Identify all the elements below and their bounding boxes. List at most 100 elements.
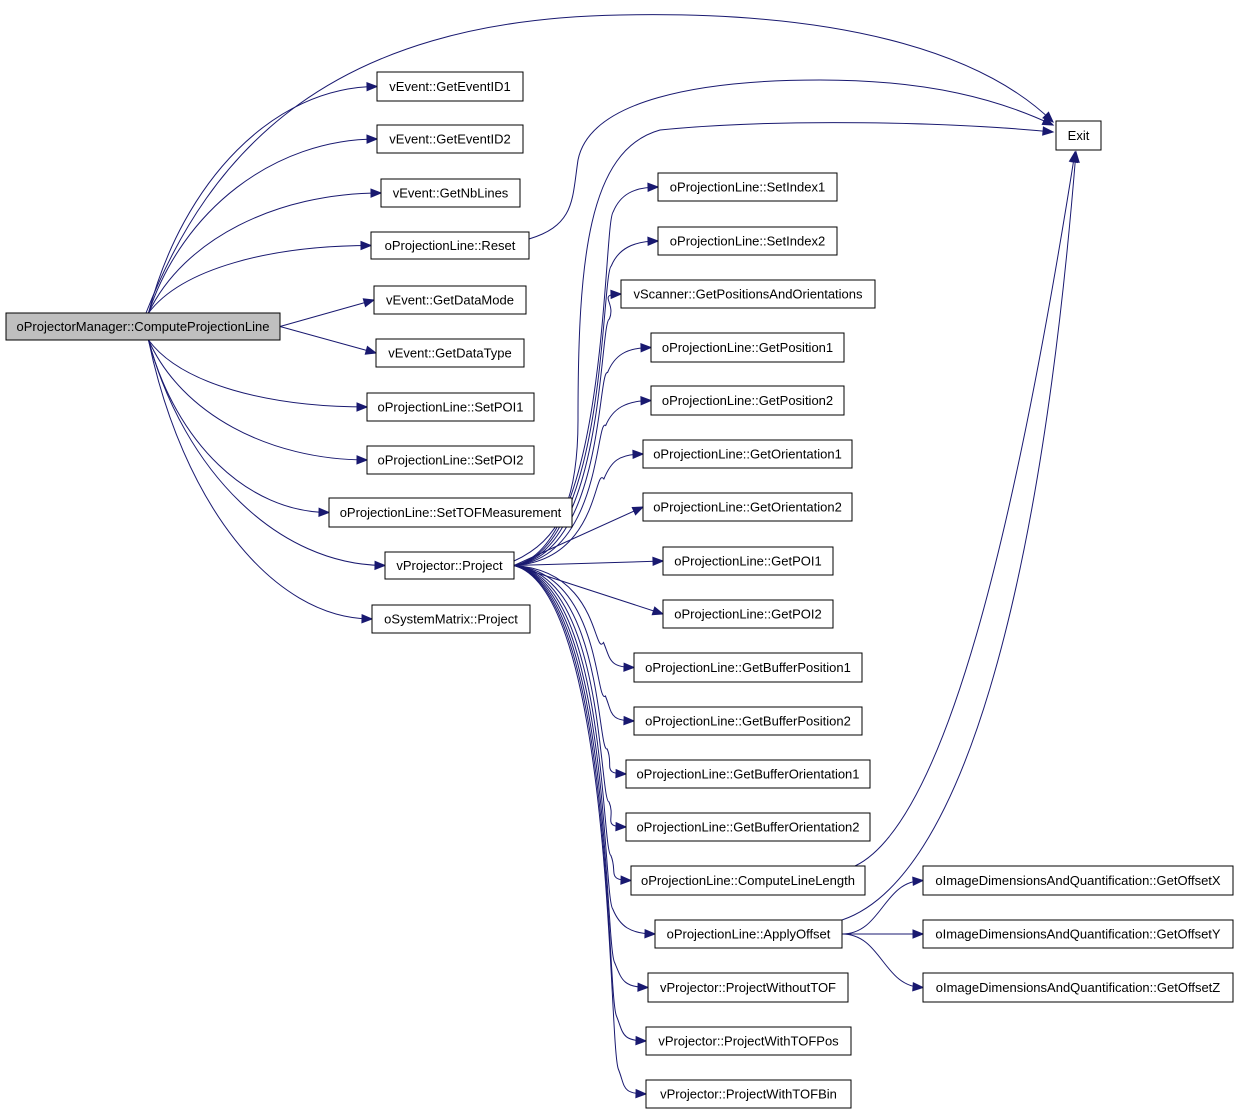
edge-line <box>148 339 368 461</box>
node-getPosOri[interactable]: vScanner::GetPositionsAndOrientations <box>620 279 876 309</box>
edge-line <box>513 565 647 1095</box>
edge-line <box>854 151 1076 867</box>
edge-root-to-setPOI1 <box>148 339 369 412</box>
arrowhead-icon <box>366 134 379 144</box>
node-projNoTOF[interactable]: vProjector::ProjectWithoutTOF <box>647 972 849 1003</box>
node-getOri2[interactable]: oProjectionLine::GetOrientation2 <box>642 492 853 522</box>
node-sysProject[interactable]: oSystemMatrix::Project <box>371 604 531 634</box>
arrowhead-icon <box>623 715 636 726</box>
arrowhead-icon <box>623 662 636 672</box>
arrowhead-icon <box>647 182 660 193</box>
node-getBufOri1[interactable]: oProjectionLine::GetBufferOrientation1 <box>625 759 871 789</box>
node-label: oProjectionLine::ComputeLineLength <box>641 873 855 888</box>
node-projTOFPos[interactable]: vProjector::ProjectWithTOFPos <box>645 1026 852 1056</box>
node-root[interactable]: oProjectorManager::ComputeProjectionLine <box>5 312 281 341</box>
arrowhead-icon <box>610 289 623 300</box>
edge-line <box>513 122 1054 562</box>
edge-line <box>513 565 649 988</box>
node-getBufPos2[interactable]: oProjectionLine::GetBufferPosition2 <box>633 706 863 736</box>
node-getBufPos1[interactable]: oProjectionLine::GetBufferPosition1 <box>633 652 863 683</box>
node-getDataType[interactable]: vEvent::GetDataType <box>375 338 525 368</box>
node-offY[interactable]: oImageDimensionsAndQuantification::GetOf… <box>922 919 1234 949</box>
node-label: vEvent::GetNbLines <box>393 186 509 201</box>
node-getOri1[interactable]: oProjectionLine::GetOrientation1 <box>642 439 853 469</box>
edge-line <box>513 565 635 722</box>
node-box <box>645 1026 852 1056</box>
node-box <box>642 439 853 469</box>
edge-line <box>148 245 372 314</box>
edge-root-to-getDataType <box>279 326 378 355</box>
node-label: oProjectionLine::Reset <box>385 238 516 253</box>
node-projTOFBin[interactable]: vProjector::ProjectWithTOFBin <box>645 1079 852 1109</box>
node-applyOffset[interactable]: oProjectionLine::ApplyOffset <box>654 919 843 949</box>
arrowhead-icon <box>631 506 645 516</box>
node-label: vProjector::ProjectWithoutTOF <box>660 980 836 995</box>
node-label: Exit <box>1068 128 1090 143</box>
edge-line <box>147 86 378 314</box>
node-getPOI2[interactable]: oProjectionLine::GetPOI2 <box>662 599 834 629</box>
node-label: oProjectionLine::ApplyOffset <box>667 927 831 942</box>
arrowhead-icon <box>362 298 376 308</box>
edge-line <box>148 192 382 314</box>
edge-vProject-to-getOri1 <box>513 449 645 566</box>
node-getEventID1[interactable]: vEvent::GetEventID1 <box>376 71 524 102</box>
node-label: vProjector::ProjectWithTOFPos <box>658 1034 839 1049</box>
node-box <box>376 71 524 102</box>
node-label: oProjectionLine::SetIndex2 <box>670 234 825 249</box>
arrowhead-icon <box>356 455 369 465</box>
node-offZ[interactable]: oImageDimensionsAndQuantification::GetOf… <box>922 972 1234 1003</box>
edge-line <box>148 138 378 314</box>
node-label: oProjectionLine::GetBufferPosition1 <box>645 660 851 675</box>
node-setTOF[interactable]: oProjectionLine::SetTOFMeasurement <box>328 497 573 528</box>
node-exit[interactable]: Exit <box>1055 120 1102 151</box>
node-setPOI2[interactable]: oProjectionLine::SetPOI2 <box>366 445 535 475</box>
node-setIndex1[interactable]: oProjectionLine::SetIndex1 <box>657 172 838 202</box>
node-reset[interactable]: oProjectionLine::Reset <box>370 231 530 260</box>
edge-line <box>147 339 373 620</box>
edge-line <box>841 151 1077 921</box>
arrowhead-icon <box>652 556 665 567</box>
node-getEventID2[interactable]: vEvent::GetEventID2 <box>376 124 524 154</box>
node-getPos2[interactable]: oProjectionLine::GetPosition2 <box>650 385 845 416</box>
edge-vProject-to-getPos1 <box>513 343 653 566</box>
edge-applyOffset-to-offZ <box>841 933 925 992</box>
node-offX[interactable]: oImageDimensionsAndQuantification::GetOf… <box>922 865 1234 896</box>
node-label: vEvent::GetDataType <box>388 346 512 361</box>
node-getPos1[interactable]: oProjectionLine::GetPosition1 <box>650 332 845 363</box>
arrowhead-icon <box>361 614 374 624</box>
node-label: oProjectionLine::GetBufferOrientation1 <box>636 767 859 782</box>
node-box <box>647 972 849 1003</box>
node-label: oImageDimensionsAndQuantification::GetOf… <box>936 980 1221 995</box>
node-box <box>5 312 281 341</box>
node-box <box>384 551 515 580</box>
node-setPOI1[interactable]: oProjectionLine::SetPOI1 <box>366 392 535 422</box>
node-box <box>375 338 525 368</box>
node-box <box>370 231 530 260</box>
edge-applyOffset-to-exit <box>841 150 1080 921</box>
node-label: vProjector::Project <box>396 558 503 573</box>
edge-line <box>279 326 377 354</box>
node-label: vEvent::GetEventID2 <box>389 132 510 147</box>
node-getNbLines[interactable]: vEvent::GetNbLines <box>380 178 521 208</box>
edge-line <box>513 400 652 566</box>
node-box <box>645 1079 852 1109</box>
edge-applyOffset-to-offY <box>841 929 925 939</box>
edge-vProject-to-getBufPos2 <box>513 565 636 726</box>
node-box <box>380 178 521 208</box>
node-setIndex2[interactable]: oProjectionLine::SetIndex2 <box>657 226 838 256</box>
arrowhead-icon <box>912 929 925 939</box>
node-getBufOri2[interactable]: oProjectionLine::GetBufferOrientation2 <box>625 812 871 842</box>
arrowhead-icon <box>644 928 657 939</box>
node-vProject[interactable]: vProjector::Project <box>384 551 515 580</box>
edge-line <box>841 933 924 988</box>
node-box <box>650 385 845 416</box>
edge-root-to-getEventID1 <box>147 81 379 314</box>
node-getPOI1[interactable]: oProjectionLine::GetPOI1 <box>662 546 834 576</box>
node-box <box>328 497 573 528</box>
node-getDataMode[interactable]: vEvent::GetDataMode <box>373 285 527 315</box>
node-computeLen[interactable]: oProjectionLine::ComputeLineLength <box>630 865 866 896</box>
arrowhead-icon <box>318 507 331 518</box>
edge-line <box>148 339 368 408</box>
nodes-layer: oProjectorManager::ComputeProjectionLine… <box>5 71 1234 1109</box>
